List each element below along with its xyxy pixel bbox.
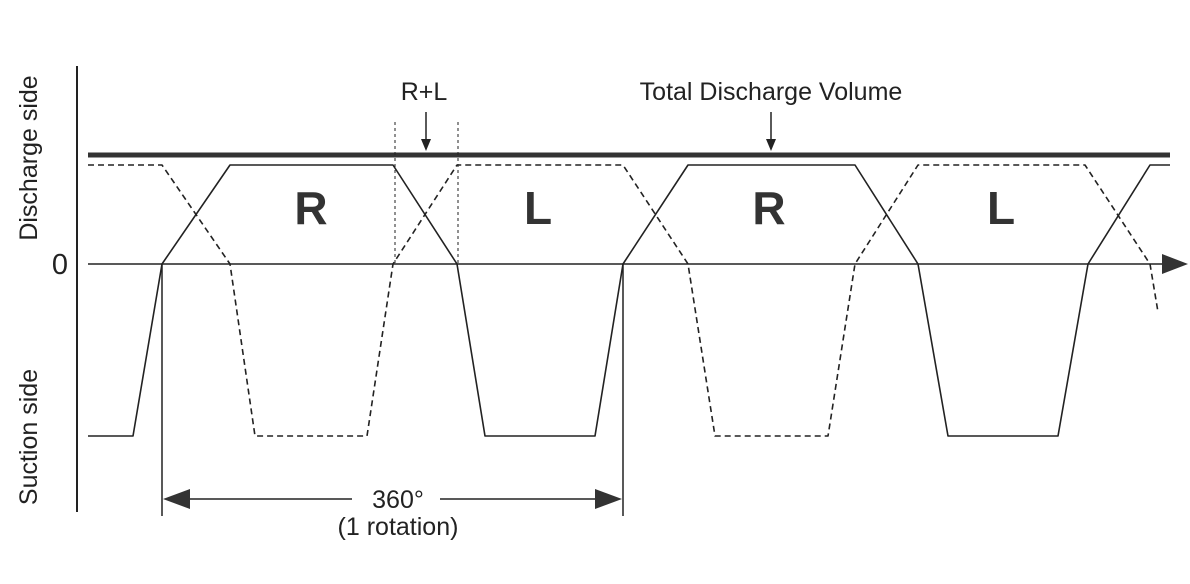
rotation-degrees-label: 360° xyxy=(372,486,424,514)
rotation-arrowhead-right xyxy=(595,489,622,509)
discharge-side-label: Discharge side xyxy=(15,75,43,240)
suction-side-label: Suction side xyxy=(15,369,43,505)
rotation-arrowhead-left xyxy=(163,489,190,509)
segment-label-r-1: R xyxy=(294,182,327,234)
zero-axis-arrowhead xyxy=(1162,254,1188,274)
segment-label-l-2: L xyxy=(987,182,1015,234)
zero-label: 0 xyxy=(52,249,68,281)
r-plus-l-arrowhead xyxy=(421,139,431,151)
segment-label-l-1: L xyxy=(524,182,552,234)
total-discharge-arrowhead xyxy=(766,139,776,151)
rotation-note-label: (1 rotation) xyxy=(338,513,459,541)
segment-label-r-2: R xyxy=(752,182,785,234)
r-plus-l-label: R+L xyxy=(401,78,448,106)
dashed-waveform xyxy=(88,164,1159,437)
total-discharge-volume-label: Total Discharge Volume xyxy=(640,78,903,106)
